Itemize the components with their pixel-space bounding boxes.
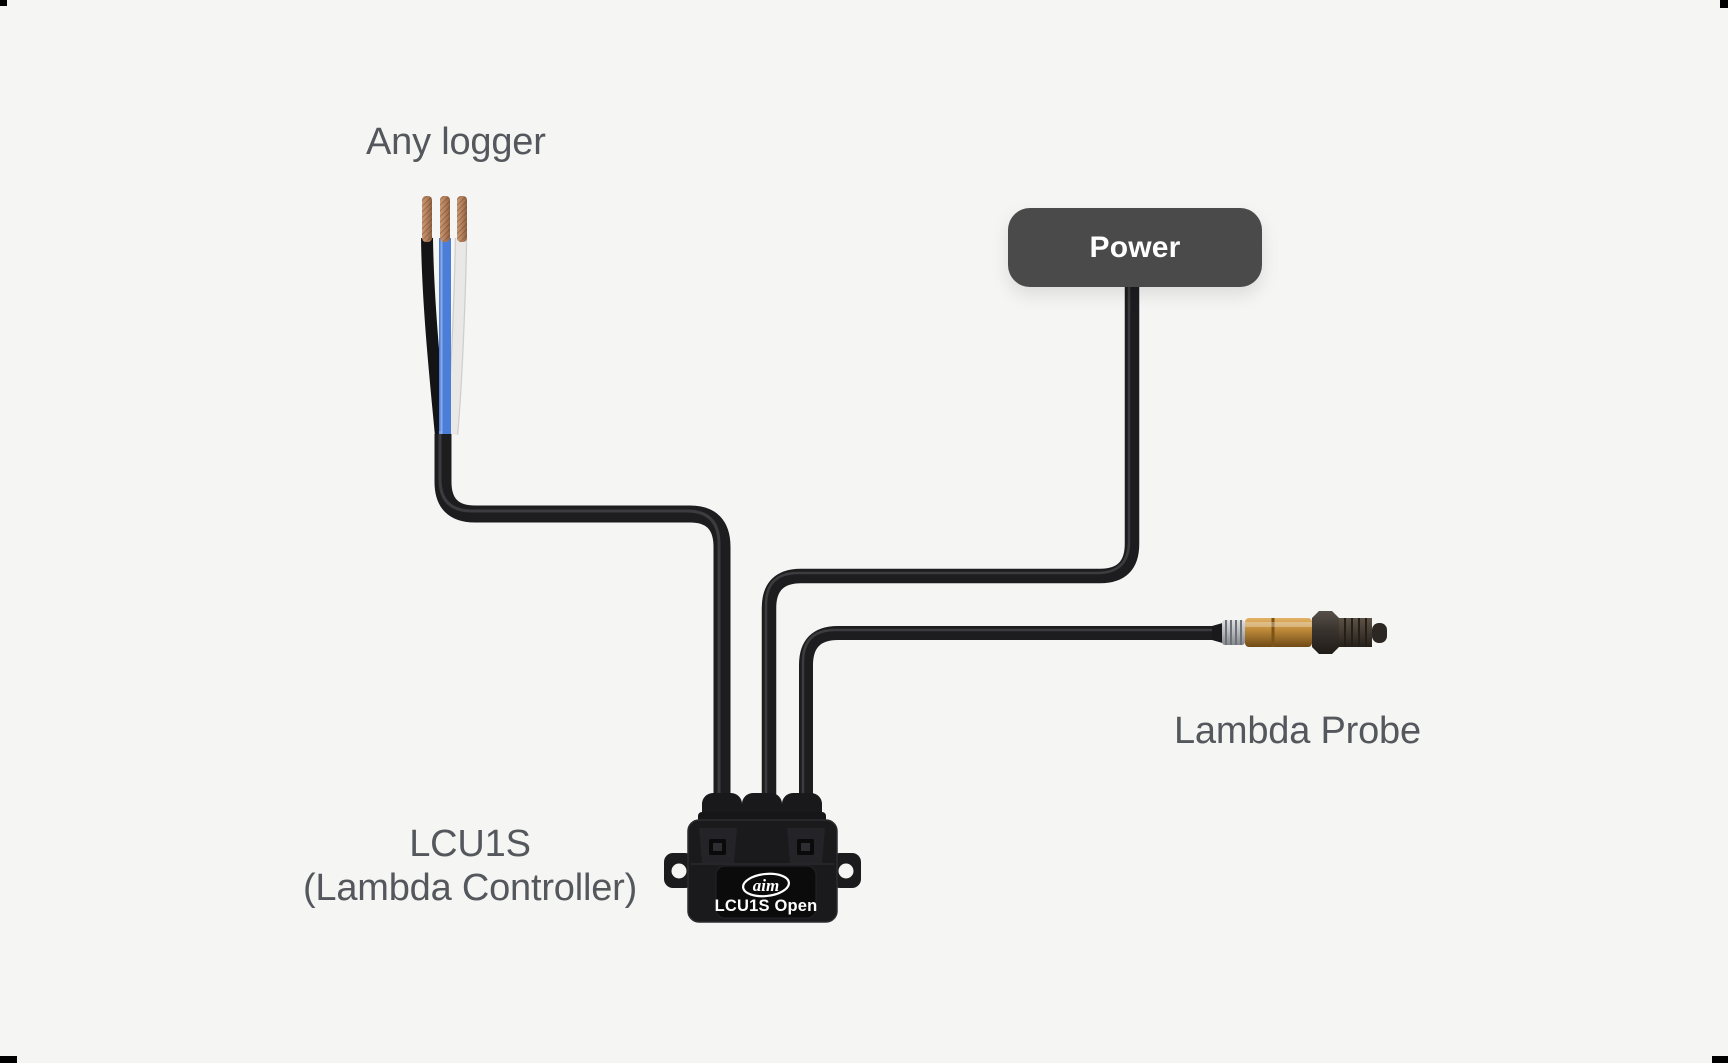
probe-ferrule (1222, 620, 1245, 645)
probe-ferrule-ridges (1225, 620, 1242, 645)
power-node: Power (1008, 208, 1262, 287)
aim-logo-text: aim (753, 876, 779, 895)
probe-body-highlight (1245, 622, 1312, 627)
cable-runs (434, 281, 1221, 812)
lcu1s-device: aim LCU1S Open (664, 793, 861, 923)
latch-pin-right (801, 843, 810, 851)
logger-cable (434, 434, 731, 812)
logger-cable-sheen (438, 431, 721, 809)
device-model-text: LCU1S Open (715, 897, 818, 915)
probe-sensor-tip (1372, 623, 1387, 643)
crop-mark-bottom-left (0, 1056, 17, 1063)
aim-logo: aim (741, 872, 791, 898)
logger-wire-black (421, 237, 447, 437)
device-ear-hole-right (838, 863, 854, 879)
aim-logo-ellipse (741, 872, 791, 898)
logger-wire-loom (421, 196, 468, 437)
probe-thread-ridges (1344, 618, 1367, 647)
probe-gold-body (1245, 618, 1312, 647)
device-ear-hole-left (671, 863, 687, 879)
logger-wire-white (447, 237, 466, 435)
device-latches (699, 828, 825, 863)
any-logger-label: Any logger (366, 121, 546, 163)
crop-mark-bottom-right (1712, 1056, 1728, 1063)
copper-tips (422, 196, 467, 242)
power-label: Power (1089, 230, 1181, 264)
controller-subtitle: (Lambda Controller) (302, 867, 638, 909)
copper-tip-braid-2 (440, 196, 450, 242)
copper-tip-braid-1 (422, 196, 432, 242)
lambda-cable-sheen (801, 628, 1218, 809)
cable-boots (698, 793, 826, 826)
probe-hex-nut (1312, 611, 1339, 654)
lambda-probe-label: Lambda Probe (1174, 710, 1421, 752)
crop-mark-top-right (1720, 0, 1728, 8)
probe-thread-section (1339, 618, 1372, 647)
lambda-cable (799, 626, 1221, 812)
power-cable (761, 284, 1140, 812)
latch-pin-left (713, 843, 722, 851)
controller-title: LCU1S (409, 823, 531, 865)
device-label-plate (715, 865, 817, 919)
controller-label: LCU1S (Lambda Controller) (270, 822, 670, 910)
crop-mark-top-left (0, 0, 7, 6)
power-cable-sheen (764, 281, 1131, 809)
copper-tip-braid-3 (457, 196, 467, 242)
lambda-probe-graphic (1212, 611, 1387, 654)
